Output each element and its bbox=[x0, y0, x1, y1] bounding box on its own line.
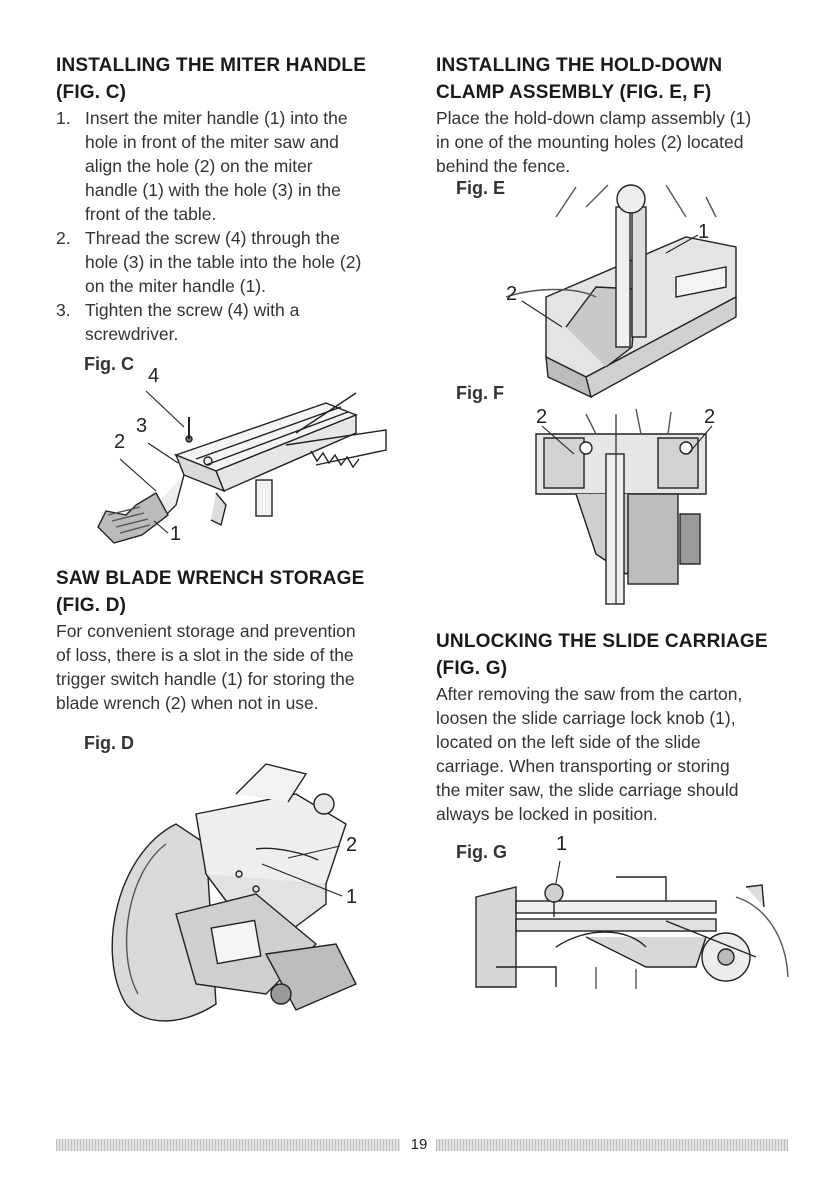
fig-g-illustration: 1 bbox=[436, 833, 796, 997]
miter-handle-heading: INSTALLING THE MITER HANDLE (FIG. C) bbox=[56, 55, 367, 103]
wrench-storage-text: For convenient storage and prevention of… bbox=[56, 621, 356, 713]
fig-d-illustration: 2 1 bbox=[56, 754, 404, 1034]
hold-down-clamp-drawing bbox=[505, 184, 737, 399]
miter-handle-steps: 1. Insert the miter handle (1) into the … bbox=[56, 106, 404, 346]
miter-handle-drawing bbox=[97, 390, 387, 544]
fig-g-callout-1: 1 bbox=[556, 833, 568, 855]
fig-f-label: Fig. F bbox=[456, 383, 504, 403]
fig-e-callout-1: 1 bbox=[698, 221, 710, 243]
slide-carriage-drawing bbox=[475, 860, 789, 989]
slide-carriage-text: After removing the saw from the carton, … bbox=[436, 684, 743, 824]
fig-c-label: Fig. C bbox=[84, 354, 134, 374]
fig-c-callout-4: 4 bbox=[148, 365, 160, 387]
fig-c-callout-1: 1 bbox=[170, 523, 182, 545]
step-item: 1. Insert the miter handle (1) into the … bbox=[56, 108, 348, 224]
footer-rule-right bbox=[436, 1139, 788, 1151]
page-footer: 19 bbox=[56, 1136, 788, 1154]
step-item: 2. Thread the screw (4) through the hole… bbox=[56, 228, 362, 296]
fig-d-callout-2: 2 bbox=[346, 834, 358, 856]
fig-e-label: Fig. E bbox=[456, 178, 505, 198]
fig-d-label: Fig. D bbox=[84, 733, 134, 753]
hold-down-clamp-heading: INSTALLING THE HOLD-DOWN CLAMP ASSEMBLY … bbox=[436, 55, 723, 103]
saw-handle-drawing bbox=[111, 763, 357, 1022]
fig-g-label: Fig. G bbox=[456, 842, 507, 862]
fig-e-illustration: 1 2 bbox=[436, 177, 796, 399]
left-column: INSTALLING THE MITER HANDLE (FIG. C) 1. … bbox=[56, 52, 404, 1034]
fig-d-callout-1: 1 bbox=[346, 886, 358, 908]
fig-f-illustration: 2 2 bbox=[436, 404, 796, 614]
footer-rule-left bbox=[56, 1139, 400, 1151]
hold-down-clamp-text: Place the hold-down clamp assembly (1) i… bbox=[436, 108, 752, 176]
step-item: 3. Tighten the screw (4) with a screwdri… bbox=[56, 300, 300, 344]
mounting-holes-drawing bbox=[535, 408, 713, 605]
right-column: INSTALLING THE HOLD-DOWN CLAMP ASSEMBLY … bbox=[436, 52, 796, 997]
wrench-storage-heading: SAW BLADE WRENCH STORAGE (FIG. D) bbox=[56, 568, 365, 616]
slide-carriage-heading: UNLOCKING THE SLIDE CARRIAGE (FIG. G) bbox=[436, 631, 768, 679]
fig-e-callout-2: 2 bbox=[506, 283, 518, 305]
fig-c-illustration: 4 3 2 1 bbox=[56, 365, 404, 555]
fig-c-callout-2: 2 bbox=[114, 431, 126, 453]
fig-c-callout-3: 3 bbox=[136, 415, 148, 437]
page-number: 19 bbox=[410, 1136, 428, 1153]
fig-f-callout-2-left: 2 bbox=[536, 406, 548, 428]
fig-f-callout-2-right: 2 bbox=[704, 406, 716, 428]
